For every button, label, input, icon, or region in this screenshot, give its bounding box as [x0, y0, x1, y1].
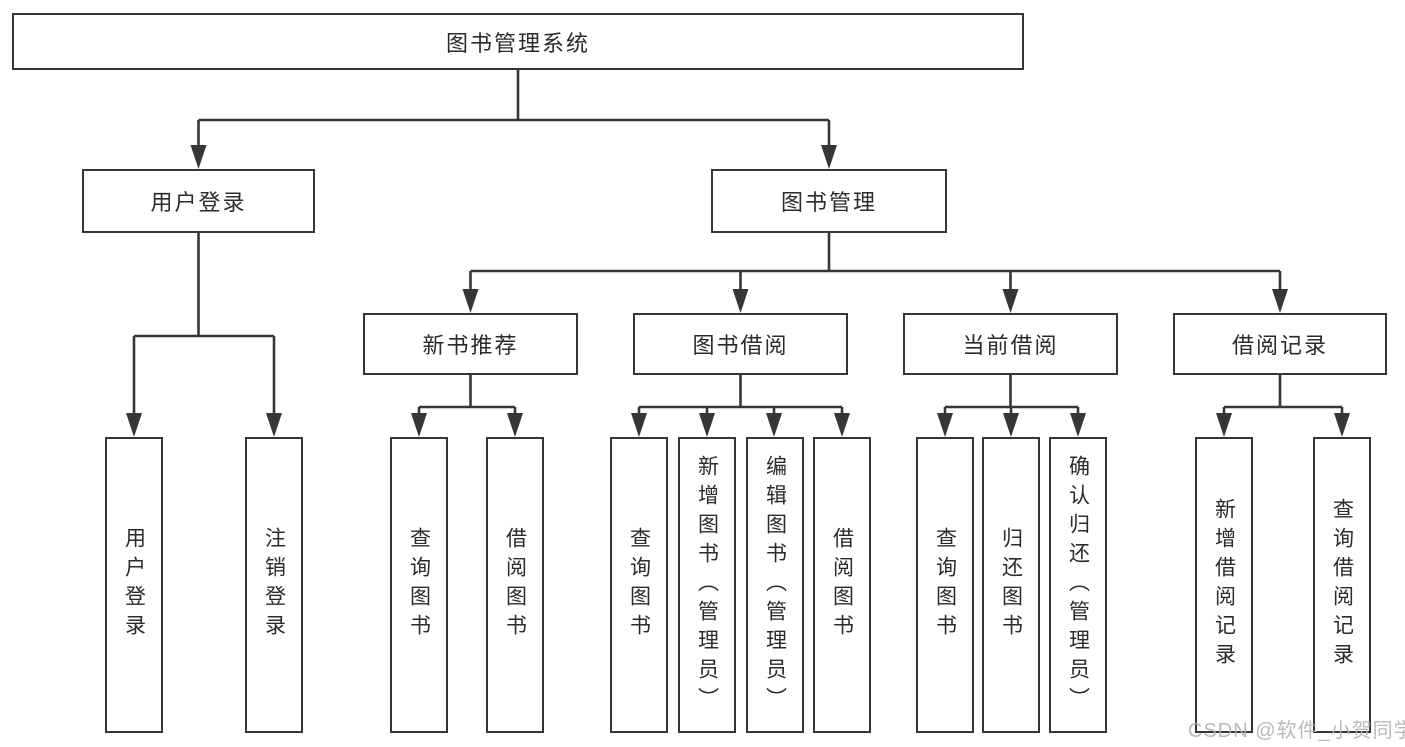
node-borrowing-records: 借阅记录	[1173, 313, 1387, 375]
node-label: 注销登录	[262, 527, 286, 643]
node-label: 归还图书	[999, 527, 1023, 643]
node-label: 借阅图书	[503, 527, 527, 643]
leaf-query-borrow-record: 查询借阅记录	[1313, 437, 1371, 733]
node-book-borrowing: 图书借阅	[633, 313, 848, 375]
node-label: 用户登录	[150, 190, 247, 215]
leaf-add-borrow-record: 新增借阅记录	[1195, 437, 1253, 733]
node-label: 图书管理	[780, 190, 877, 215]
node-label: 查询图书	[407, 527, 431, 643]
node-current-borrowing: 当前借阅	[903, 313, 1118, 375]
leaf-add-books-admin: 新增图书（管理员）	[678, 437, 736, 733]
leaf-logout: 注销登录	[245, 437, 303, 733]
leaf-user-login: 用户登录	[105, 437, 163, 733]
node-new-book-recommendation: 新书推荐	[363, 313, 578, 375]
node-book-management: 图书管理	[711, 169, 947, 233]
leaf-query-books-current: 查询图书	[916, 437, 974, 733]
node-label: 用户登录	[122, 527, 146, 643]
node-label: 查询图书	[933, 527, 957, 643]
node-label: 图书借阅	[692, 333, 789, 358]
csdn-watermark: CSDN @软件_小贺同学	[1188, 720, 1405, 742]
leaf-borrow-books: 借阅图书	[813, 437, 871, 733]
node-label: 当前借阅	[962, 333, 1059, 358]
node-label: 确认归还（管理员）	[1066, 454, 1090, 716]
node-label: 图书管理系统	[445, 30, 590, 56]
node-root-system: 图书管理系统	[12, 13, 1024, 70]
node-label: 编辑图书（管理员）	[763, 454, 787, 716]
node-label: 查询借阅记录	[1330, 498, 1354, 672]
leaf-query-books-borrowing: 查询图书	[610, 437, 668, 733]
node-label: 借阅记录	[1231, 333, 1328, 358]
leaf-confirm-return-admin: 确认归还（管理员）	[1049, 437, 1107, 733]
node-label: 新书推荐	[422, 333, 519, 358]
leaf-borrow-books-recommend: 借阅图书	[486, 437, 544, 733]
leaf-return-books: 归还图书	[982, 437, 1040, 733]
leaf-edit-books-admin: 编辑图书（管理员）	[746, 437, 804, 733]
node-label: 借阅图书	[830, 527, 854, 643]
leaf-query-books-recommend: 查询图书	[390, 437, 448, 733]
node-label: 查询图书	[627, 527, 651, 643]
node-label: 新增图书（管理员）	[695, 454, 719, 716]
node-user-login: 用户登录	[82, 169, 315, 233]
node-label: 新增借阅记录	[1212, 498, 1236, 672]
